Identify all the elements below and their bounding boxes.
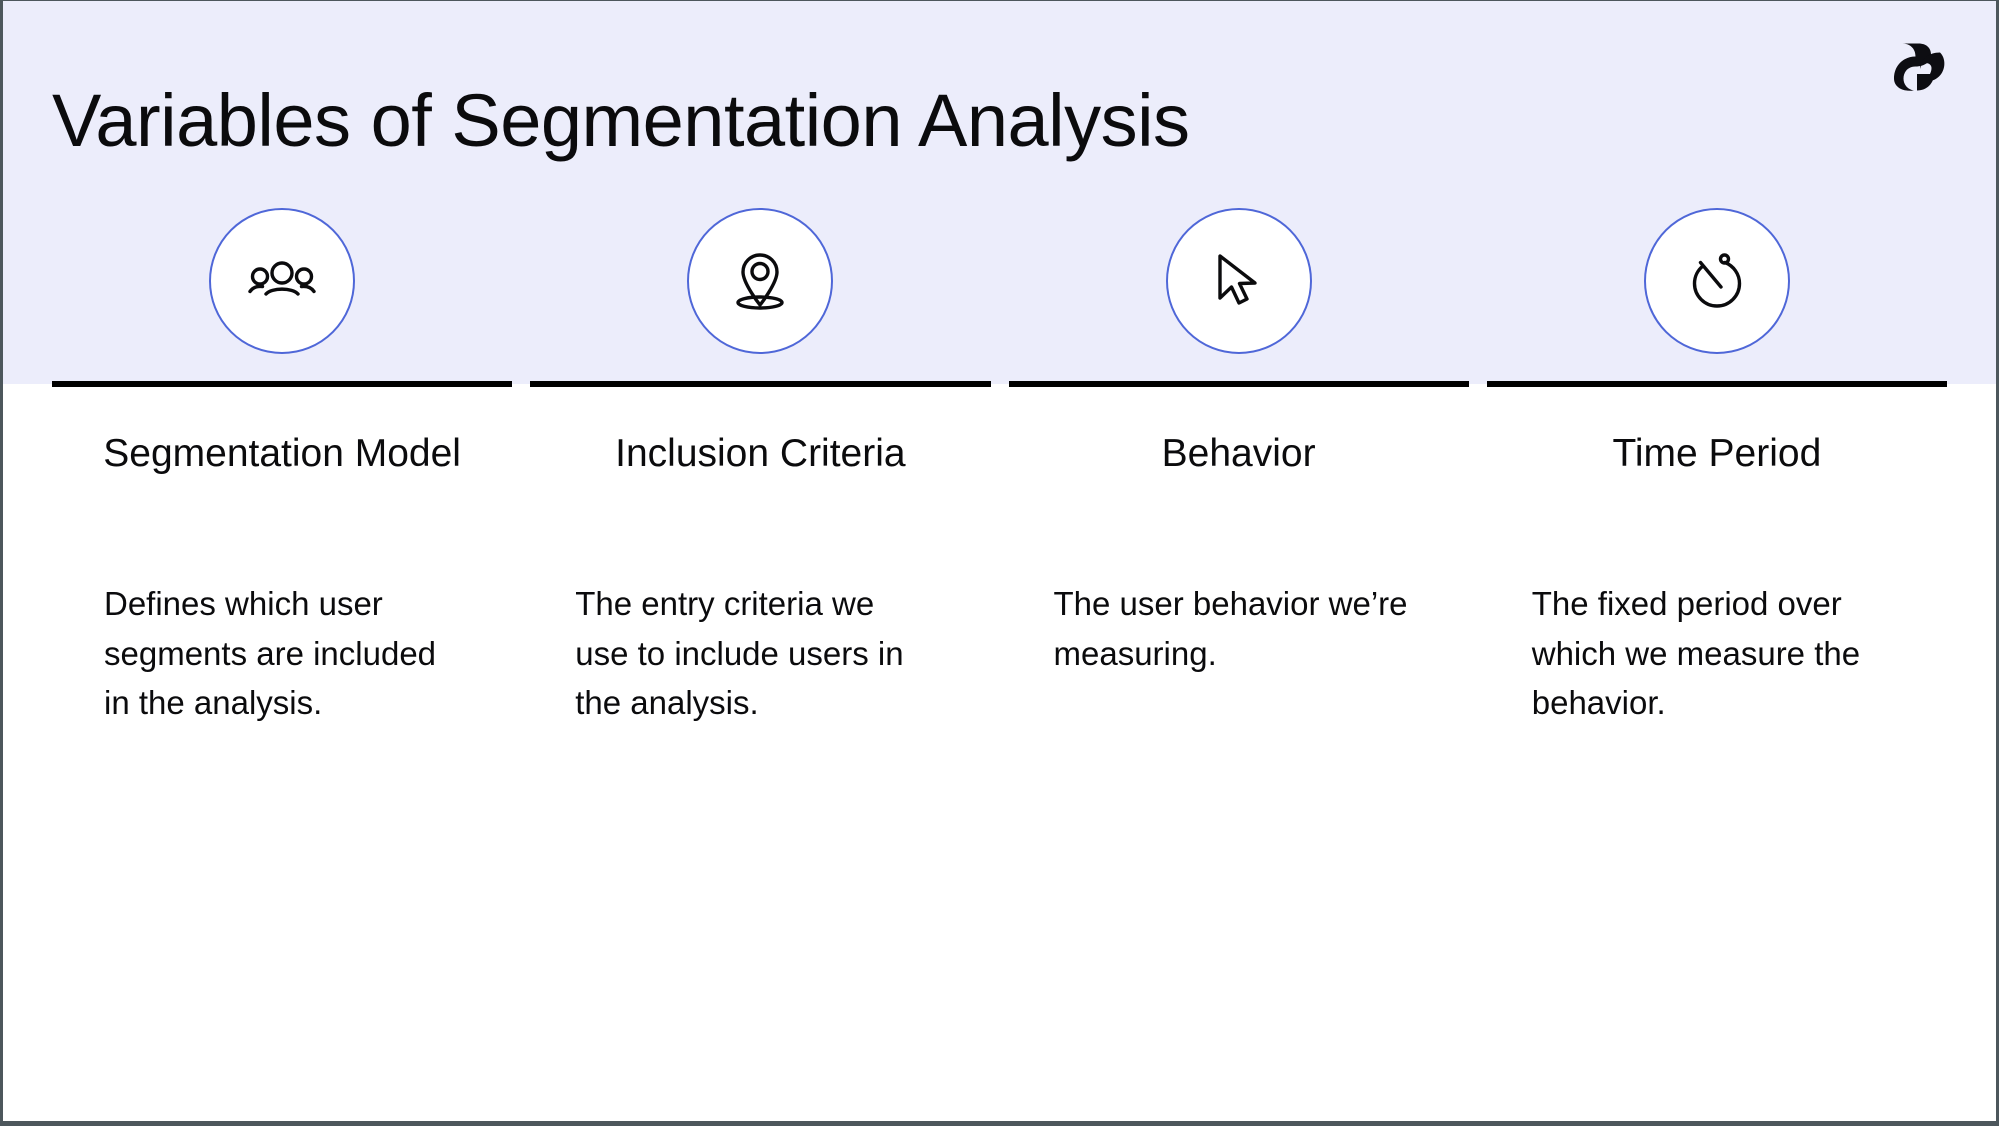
column-title: Inclusion Criteria [615, 432, 906, 475]
column-time-period: Time Period The fixed period over which … [1486, 1, 1947, 1121]
column-divider-rule [1008, 381, 1469, 387]
page-title: Variables of Segmentation Analysis [52, 78, 1190, 162]
location-pin-icon [687, 208, 834, 354]
column-title: Time Period [1612, 432, 1822, 475]
stopwatch-timer-icon [1643, 208, 1790, 354]
brand-logo-icon [1890, 41, 1948, 93]
column-segmentation-model: Segmentation Model Defines which user se… [52, 1, 513, 1121]
column-body-text: The fixed period over which we measure t… [1531, 585, 1861, 721]
column-behavior: Behavior The user behavior we’re measuri… [1008, 1, 1469, 1121]
cursor-pointer-icon [1165, 208, 1312, 354]
users-group-icon [209, 208, 356, 354]
column-body-text: The user behavior we’re measuring. [1053, 585, 1408, 672]
column-inclusion-criteria: Inclusion Criteria The entry criteria we… [530, 1, 991, 1121]
column-title: Segmentation Model [103, 432, 461, 475]
column-body-text: The entry criteria we use to include use… [575, 585, 904, 721]
column-body-text: Defines which user segments are included… [104, 585, 437, 721]
columns-container: Segmentation Model Defines which user se… [3, 1, 1996, 1121]
column-divider-rule [1486, 381, 1947, 387]
column-title: Behavior [1161, 432, 1316, 475]
column-divider-rule [52, 381, 513, 387]
column-divider-rule [530, 381, 991, 387]
